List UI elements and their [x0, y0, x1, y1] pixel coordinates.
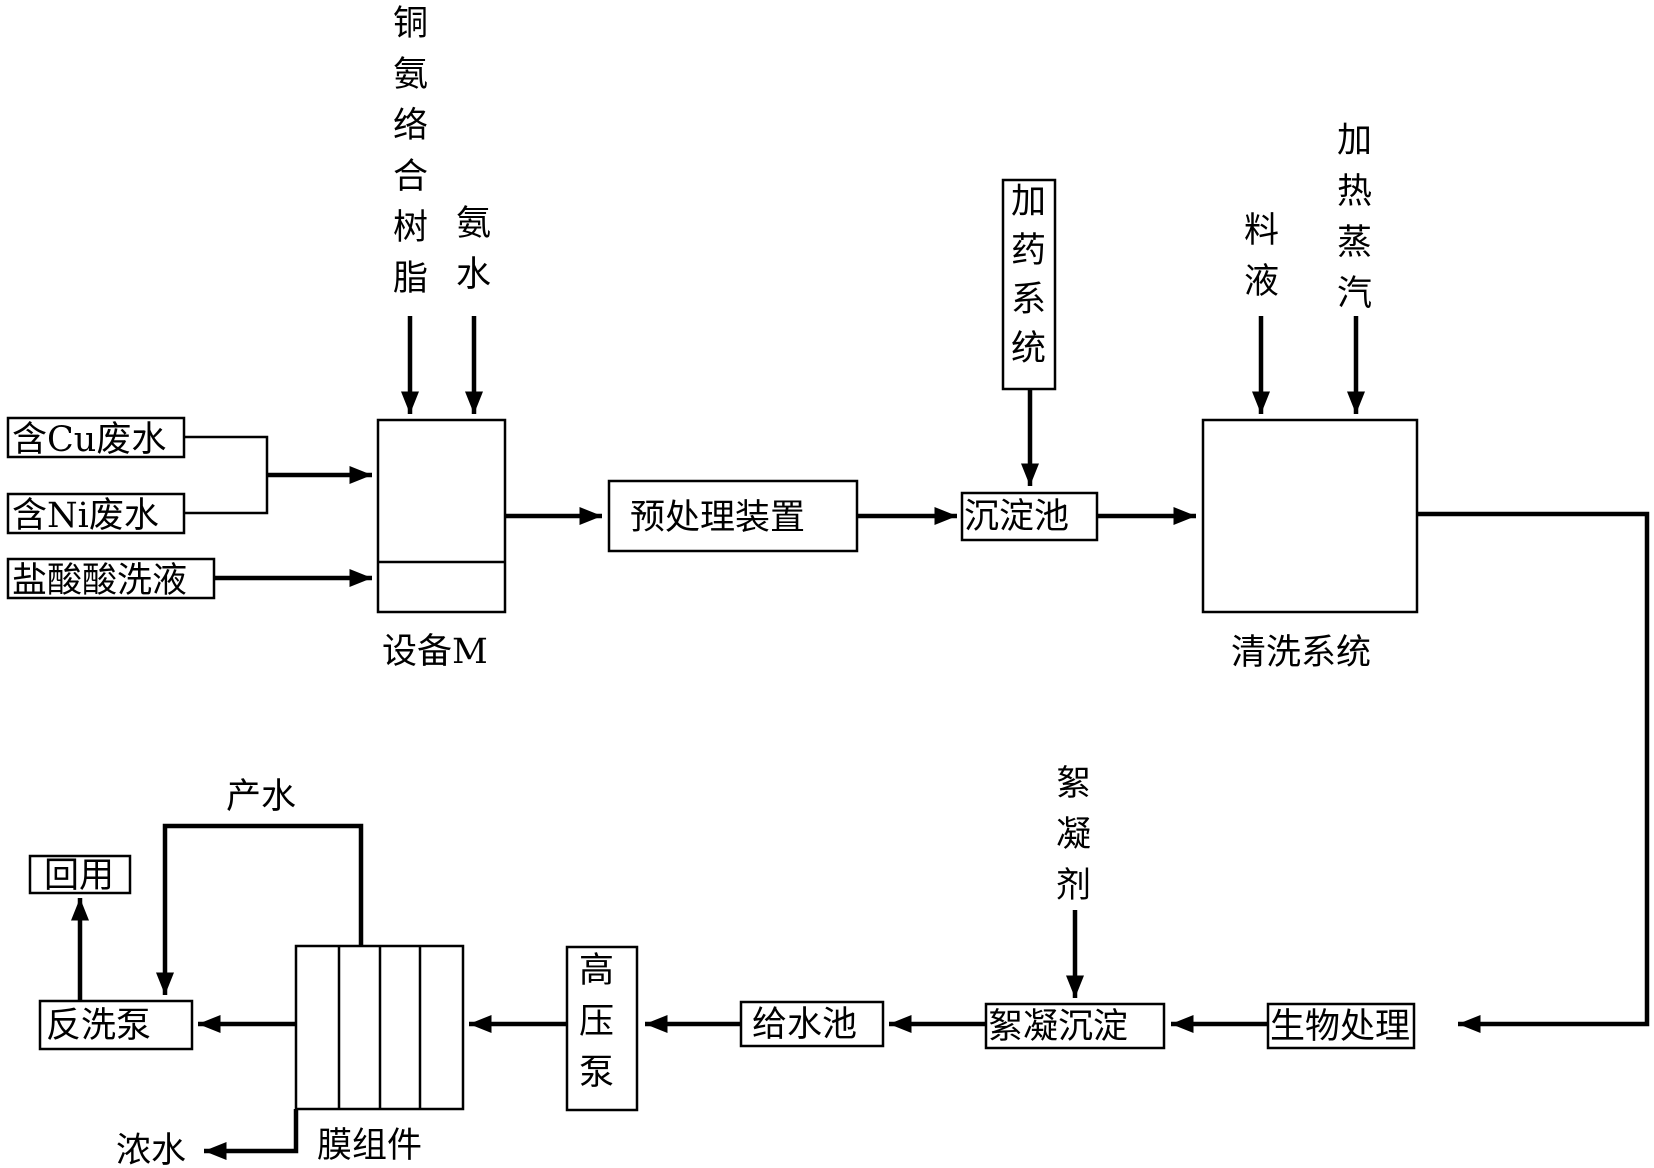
svg-text:汽: 汽 [1337, 274, 1372, 314]
flocculation-sedimentation-label: 絮凝沉淀 [988, 1007, 1128, 1047]
svg-text:絮: 絮 [1056, 764, 1091, 804]
svg-text:剂: 剂 [1056, 866, 1091, 906]
ni-wastewater-box [6, 492, 186, 535]
svg-text:加: 加 [1337, 121, 1372, 161]
cleaning-system-box [1201, 418, 1419, 614]
cu-ni-merge-line [184, 435, 269, 515]
svg-text:泵: 泵 [579, 1053, 614, 1093]
svg-text:合: 合 [393, 157, 428, 197]
flocculation-sedimentation-box [984, 1002, 1166, 1050]
hcl-wash-box [6, 557, 216, 600]
svg-text:氨: 氨 [456, 204, 491, 244]
membrane-module-label: 膜组件 [317, 1126, 422, 1166]
svg-text:热: 热 [1337, 172, 1372, 212]
pretreatment-label: 预处理装置 [630, 498, 805, 538]
cu-wastewater-box [6, 416, 186, 459]
concentrate-label: 浓水 [116, 1131, 186, 1168]
ni-wastewater-label: 含Ni废水 [12, 496, 159, 536]
hcl-wash-label: 盐酸酸洗液 [12, 561, 187, 601]
product-water-label: 产水 [226, 777, 296, 817]
svg-text:凝: 凝 [1056, 815, 1091, 855]
svg-text:高: 高 [579, 951, 614, 991]
svg-text:络: 络 [393, 106, 428, 146]
cleaning-to-biological-line [1417, 511, 1650, 1033]
backwash-pump-label: 反洗泵 [46, 1006, 151, 1046]
svg-text:蒸: 蒸 [1337, 223, 1372, 263]
product-water-line [156, 823, 364, 995]
flocculant-label: 絮 凝 剂 [1056, 764, 1091, 906]
high-pressure-pump-label: 高 压 泵 [579, 951, 614, 1093]
svg-text:料: 料 [1244, 211, 1279, 251]
equipment-m-label: 设备M [382, 632, 488, 672]
cu-wastewater-label: 含Cu废水 [12, 420, 166, 460]
ammonia-water-label: 氨 水 [456, 204, 491, 295]
heating-steam-label: 加 热 蒸 汽 [1337, 121, 1372, 314]
pretreatment-box [607, 479, 859, 553]
svg-text:液: 液 [1244, 262, 1279, 302]
copper-ammonia-resin-label: 铜 氨 络 合 树 脂 [393, 4, 428, 299]
svg-text:铜: 铜 [393, 4, 428, 44]
feed-tank-label: 给水池 [752, 1005, 857, 1045]
cleaning-system-label: 清洗系统 [1231, 633, 1371, 673]
sedimentation-tank-box [960, 491, 1099, 542]
svg-text:系: 系 [1011, 280, 1046, 320]
svg-text:压: 压 [579, 1002, 614, 1042]
svg-text:氨: 氨 [393, 55, 428, 95]
sedimentation-tank-label: 沉淀池 [964, 497, 1069, 537]
svg-text:水: 水 [456, 255, 491, 295]
svg-text:统: 统 [1011, 329, 1046, 369]
svg-text:脂: 脂 [393, 259, 428, 299]
dosing-system-box [1001, 178, 1057, 391]
svg-text:药: 药 [1011, 231, 1046, 271]
equipment-m-box [376, 418, 507, 614]
svg-text:加: 加 [1011, 182, 1046, 222]
reuse-label: 回用 [44, 856, 114, 896]
reuse-box [28, 854, 132, 895]
backwash-pump-box [38, 999, 194, 1051]
dosing-system-label: 加 药 系 统 [1011, 182, 1046, 369]
svg-text:树: 树 [393, 208, 428, 248]
feed-tank-box [739, 1000, 885, 1048]
biological-treatment-label: 生物处理 [1270, 1007, 1410, 1047]
high-pressure-pump-box [565, 945, 639, 1112]
feed-liquid-label: 料 液 [1244, 211, 1279, 302]
concentrate-line [204, 1109, 299, 1160]
